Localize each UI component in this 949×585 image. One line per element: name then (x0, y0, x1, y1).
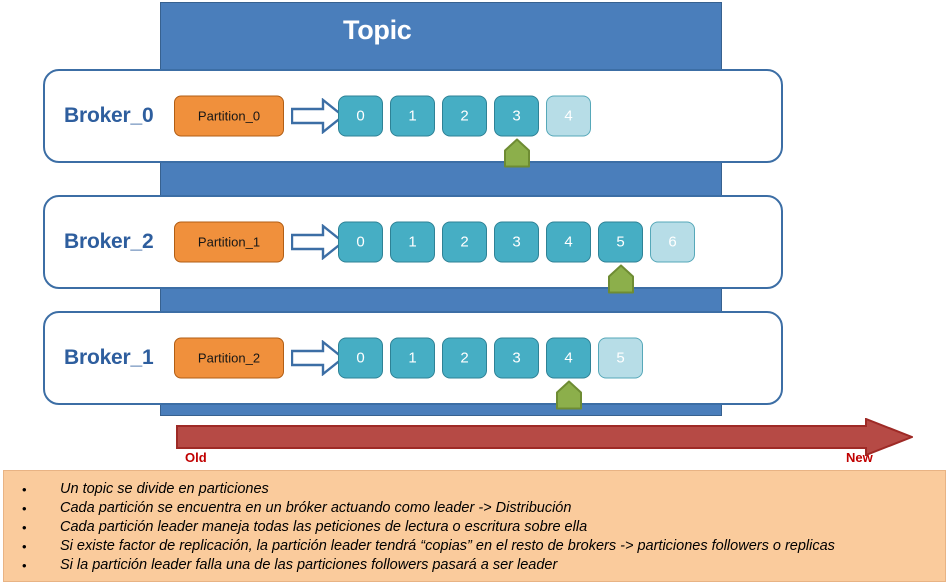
right-block-arrow-icon (290, 97, 345, 135)
leader-marker-icon (503, 138, 530, 168)
broker-row: Broker_0 Partition_0 0 1 2 3 4 (43, 69, 783, 168)
segment-box: 4 (546, 221, 591, 263)
segment-box: 0 (338, 95, 383, 137)
segment-box: 1 (390, 95, 435, 137)
note-bullet-icon: • (22, 520, 27, 535)
note-bullet-icon: • (22, 482, 27, 497)
broker-label: Broker_0 (64, 104, 154, 127)
segment-label: 5 (616, 349, 625, 367)
segment-replica: 4 (546, 95, 591, 137)
note-text: Si la partición leader falla una de las … (60, 557, 558, 573)
segment-label: 3 (512, 107, 521, 125)
segment-box: 0 (338, 221, 383, 263)
note-bullet-icon: • (22, 539, 27, 554)
leader-marker-icon (607, 264, 634, 294)
notes-panel: • Un topic se divide en particiones • Cada … (3, 470, 946, 582)
segment-replica: 5 (598, 337, 643, 379)
segment-label: 2 (460, 107, 469, 125)
note-line: • Cada partición se encuentra en un bróke… (4, 499, 945, 518)
segment-label: 4 (564, 107, 573, 125)
segment-label: 3 (512, 349, 521, 367)
broker-row: Broker_2 Partition_1 0 1 2 3 4 5 6 (43, 195, 783, 294)
right-block-arrow-icon (290, 339, 345, 377)
segment-box: 2 (442, 221, 487, 263)
note-line: • Cada partición leader maneja todas las … (4, 518, 945, 537)
timeline-old-label: Old (185, 450, 207, 465)
segment-box: 4 (546, 337, 591, 410)
partition-box: Partition_2 (174, 337, 284, 379)
leader-marker-icon (555, 380, 582, 410)
note-bullet-icon: • (22, 558, 27, 573)
broker-row: Broker_1 Partition_2 0 1 2 3 4 5 (43, 311, 783, 410)
segment-label: 4 (564, 233, 573, 251)
segment-list: 0 1 2 3 4 5 (338, 337, 643, 410)
note-bullet-icon: • (22, 501, 27, 516)
timeline-new-label: New (846, 450, 873, 465)
broker-label: Broker_1 (64, 346, 154, 369)
segment-label: 4 (564, 349, 573, 367)
segment-box: 1 (390, 337, 435, 379)
segment-label: 0 (356, 233, 365, 251)
note-line: • Un topic se divide en particiones (4, 480, 945, 499)
segment-box: 5 (598, 221, 643, 294)
segment-label: 0 (356, 349, 365, 367)
segment-box: 3 (494, 95, 539, 168)
segment-box: 3 (494, 337, 539, 379)
note-text: Si existe factor de replicación, la part… (60, 538, 835, 554)
segment-box: 2 (442, 95, 487, 137)
topic-title: Topic (343, 15, 412, 45)
timeline-arrow-icon (176, 417, 915, 457)
note-text: Un topic se divide en particiones (60, 481, 269, 497)
note-text: Cada partición se encuentra en un bróker… (60, 500, 572, 516)
segment-label: 5 (616, 233, 625, 251)
segment-label: 2 (460, 233, 469, 251)
segment-box: 2 (442, 337, 487, 379)
segment-label: 2 (460, 349, 469, 367)
note-line: • Si existe factor de replicación, la par… (4, 537, 945, 556)
segment-label: 0 (356, 107, 365, 125)
partition-box: Partition_1 (174, 221, 284, 263)
segment-label: 1 (408, 107, 417, 125)
partition-box: Partition_0 (174, 95, 284, 137)
note-line: • Si la partición leader falla una de las… (4, 556, 945, 575)
segment-label: 1 (408, 349, 417, 367)
segment-box: 0 (338, 337, 383, 379)
segment-label: 1 (408, 233, 417, 251)
segment-box: 3 (494, 221, 539, 263)
segment-replica: 6 (650, 221, 695, 263)
note-text: Cada partición leader maneja todas las p… (60, 519, 588, 535)
right-block-arrow-icon (290, 223, 345, 261)
segment-label: 3 (512, 233, 521, 251)
segment-label: 6 (668, 233, 677, 251)
segment-box: 1 (390, 221, 435, 263)
segment-list: 0 1 2 3 4 5 6 (338, 221, 695, 294)
broker-label: Broker_2 (64, 230, 154, 253)
segment-list: 0 1 2 3 4 (338, 95, 591, 168)
